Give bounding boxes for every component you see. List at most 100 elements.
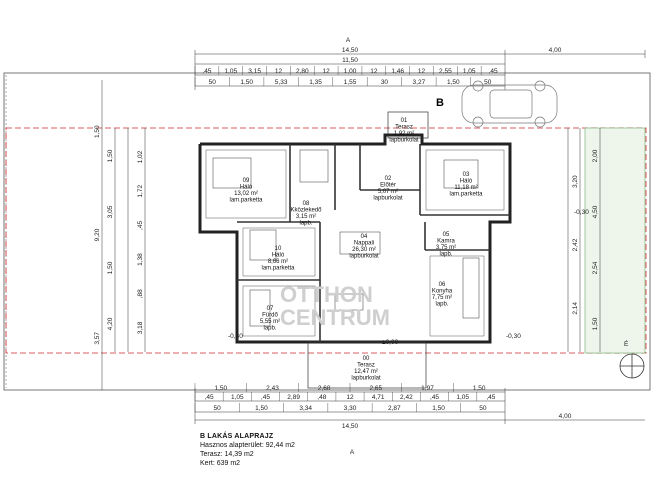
dim-top-c-0: ,45 xyxy=(202,68,211,75)
garden-area: Kert: 639 m2 xyxy=(200,460,241,467)
terrace-front xyxy=(307,341,427,389)
dim-right-inner-2: 2,14 xyxy=(572,302,579,315)
dim-bot-c-3: 3,30 xyxy=(344,405,357,412)
watermark-line-2: CENTRUM xyxy=(280,305,390,330)
room-07-line-3: lapb. xyxy=(263,326,276,332)
dim-bot-a-5: 1,50 xyxy=(473,385,486,392)
room-08-line-1: Kközlekedő xyxy=(290,208,322,214)
dim-top-c-2: 3,15 xyxy=(248,68,261,75)
room-00-line-3: lapburkolat xyxy=(351,376,381,382)
dim-bot-c-1: 1,50 xyxy=(255,405,268,412)
room-06-line-1: Konyha xyxy=(432,289,453,295)
room-04-line-2: 26,30 m² xyxy=(352,247,376,253)
building-zone xyxy=(5,127,647,354)
building-walls xyxy=(198,133,512,344)
dim-left-inner2-5: 3,18 xyxy=(137,321,144,334)
dim-left-inner-1: 3,05 xyxy=(107,205,114,218)
dim-top-d-1: 1,50 xyxy=(240,79,253,86)
dim-top-d-6: 3,27 xyxy=(413,79,426,86)
room-06-line-2: 7,75 m² xyxy=(432,295,452,301)
dim-right-inner: 3,202,422,14 xyxy=(572,175,579,315)
plan-info-block: B LAKÁS ALAPRAJZ Hasznos alapterület: 92… xyxy=(200,432,295,468)
dim-bot-b-0: ,45 xyxy=(205,394,214,401)
room-09-line-3: lam.parketta xyxy=(229,198,263,204)
level-mark-3: -0,30 xyxy=(506,333,521,340)
dim-top-total-2: 4,00 xyxy=(549,47,562,54)
room-04-line-0: 04 xyxy=(361,234,368,240)
dim-left-inner: 1,503,051,504,20 xyxy=(107,149,114,330)
dim-left-inner-3: 4,20 xyxy=(107,317,114,330)
dim-top-c-5: 12 xyxy=(323,68,331,75)
dim-bot-b-7: 2,42 xyxy=(400,394,413,401)
dim-bot-b-10: ,45 xyxy=(486,394,495,401)
dim-bot-b-8: ,45 xyxy=(430,394,439,401)
dim-top-row-b: 11,50 xyxy=(342,57,358,64)
room-10-line-2: 8,66 m² xyxy=(268,259,288,265)
room-05-line-3: lapb. xyxy=(439,252,452,258)
dim-top-total-1: 14,50 xyxy=(342,47,359,54)
room-01-line-1: Terasz xyxy=(395,125,413,131)
room-10-line-0: 10 xyxy=(275,246,282,252)
dim-right-outer-1: 4,50 xyxy=(592,205,599,218)
dim-top-d-8: 50 xyxy=(484,79,492,86)
dim-top-d-7: 1,50 xyxy=(447,79,460,86)
dim-bot-c-4: 2,87 xyxy=(388,405,401,412)
dim-left-outer-0: 1,50 xyxy=(94,125,101,138)
right-dimensions xyxy=(567,128,601,352)
room-09-line-2: 13,02 m² xyxy=(234,191,258,197)
room-05-line-2: 3,75 m² xyxy=(436,245,456,251)
dim-bot-b-1: 1,05 xyxy=(231,394,244,401)
level-mark-1: -0,30 xyxy=(574,209,589,216)
room-05-line-1: Kamra xyxy=(437,239,455,245)
dim-top-d-0: 50 xyxy=(209,79,217,86)
dim-left-inner2-3: 1,38 xyxy=(137,253,144,266)
room-06-line-0: 06 xyxy=(439,282,446,288)
dim-right-outer-2: 2,54 xyxy=(592,261,599,274)
dim-left-outer-1: 9,20 xyxy=(94,228,101,241)
dim-right-outer-0: 2,00 xyxy=(592,149,599,162)
dim-bot-b-4: ,48 xyxy=(317,394,326,401)
room-04-line-3: lapburkolat xyxy=(349,254,379,260)
room-03-line-2: 11,18 m² xyxy=(454,185,477,191)
dim-bot-b-6: 4,71 xyxy=(372,394,385,401)
dim-left-inner2-4: ,88 xyxy=(137,289,144,298)
room-03-line-1: Háló xyxy=(460,179,473,185)
dim-top-c-8: 1,46 xyxy=(391,68,404,75)
level-mark-2: ±0,00 xyxy=(382,339,399,346)
room-04-line-1: Nappali xyxy=(354,241,374,247)
room-07-line-2: 5,55 m² xyxy=(260,319,280,325)
dim-bot-c-0: 50 xyxy=(214,405,222,412)
room-02-line-3: lapburkolat xyxy=(373,196,403,202)
section-label-b: B xyxy=(436,97,444,109)
garden-strip xyxy=(584,127,646,354)
room-08-line-0: 08 xyxy=(303,201,310,207)
room-03-line-0: 03 xyxy=(463,172,470,178)
dim-bot-b-5: 12 xyxy=(346,394,354,401)
dim-top-d-5: 30 xyxy=(381,79,389,86)
dim-bot-c-6: 50 xyxy=(479,405,487,412)
dim-left-outer-2: 3,57 xyxy=(94,332,101,345)
usable-area: Hasznos alapterület: 92,44 m2 xyxy=(200,442,295,449)
dim-bot-b-9: 1,05 xyxy=(456,394,469,401)
dim-left-inner2: 1,021,72,451,38,883,18 xyxy=(137,150,144,334)
room-08-line-2: 3,15 m² xyxy=(296,214,316,220)
dim-bot-b-3: 2,89 xyxy=(287,394,300,401)
dim-right-outer-3: 1,50 xyxy=(592,317,599,330)
dim-left-outer: 1,50 9,20 3,57 xyxy=(94,125,101,345)
dim-right-outer: 2,00 4,50 2,54 1,50 xyxy=(592,149,599,330)
room-10-line-1: Háló xyxy=(272,253,285,259)
dim-top-d-3: 1,35 xyxy=(309,79,322,86)
room-09-line-0: 09 xyxy=(243,178,250,184)
terrace-back xyxy=(387,111,429,139)
interior-walls xyxy=(237,144,510,342)
dim-top-c-3: 12 xyxy=(275,68,283,75)
dim-left-inner2-0: 1,02 xyxy=(137,150,144,163)
room-07-line-0: 07 xyxy=(267,306,274,312)
section-arrow-bottom: A xyxy=(350,449,355,456)
dim-bot-a-0: 1,50 xyxy=(215,385,228,392)
